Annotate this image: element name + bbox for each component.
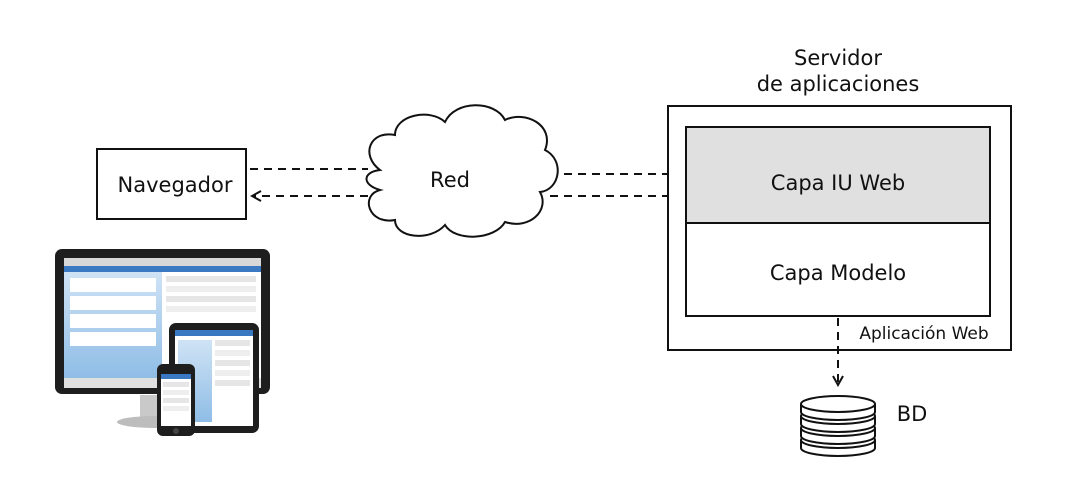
browser-node: Navegador bbox=[96, 148, 247, 220]
web-app-label: Aplicación Web bbox=[859, 324, 988, 344]
multi-device-web-app-icon bbox=[55, 249, 270, 436]
server-title-line1: Servidor bbox=[794, 46, 882, 70]
ui-layer-label: Capa IU Web bbox=[771, 171, 905, 195]
request-arrow bbox=[250, 168, 684, 174]
database-label: BD bbox=[897, 402, 928, 426]
model-layer-label: Capa Modelo bbox=[770, 261, 906, 285]
network-label: Red bbox=[430, 168, 470, 192]
network-cloud-icon: Red bbox=[365, 104, 559, 238]
application-server: Capa IU Web Capa Modelo Aplicación Web bbox=[667, 105, 1012, 351]
model-layer-box bbox=[685, 222, 991, 317]
browser-label: Navegador bbox=[118, 173, 233, 197]
ui-layer-box bbox=[685, 126, 991, 224]
database-icon bbox=[800, 395, 876, 457]
server-title-line2: de aplicaciones bbox=[757, 72, 920, 96]
